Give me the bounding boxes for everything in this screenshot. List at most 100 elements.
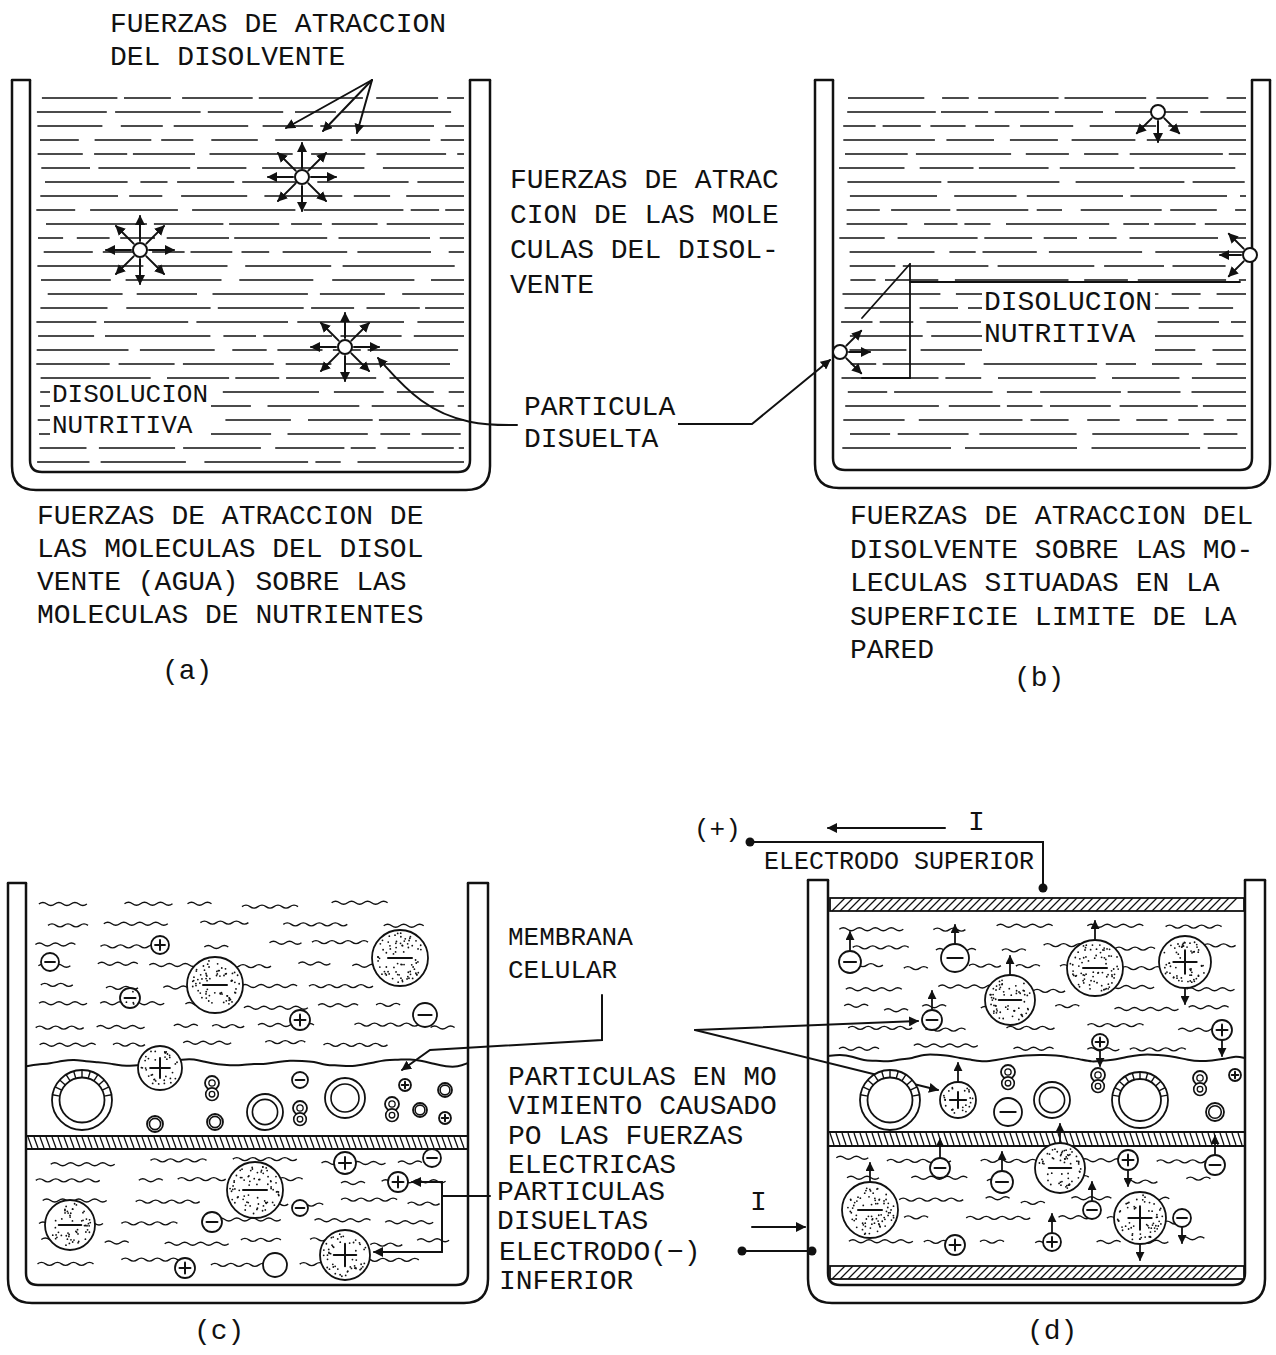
force-arrow: [146, 256, 164, 274]
stipple-dot: [943, 1095, 945, 1097]
stipple-dot: [1177, 953, 1179, 955]
stipple-dot: [397, 933, 399, 935]
stipple-dot: [854, 1202, 856, 1204]
particle-outline: [372, 930, 428, 986]
force-arrow: [139, 216, 141, 241]
particle-outline: [413, 1103, 427, 1117]
motion-arrow: [1099, 1051, 1101, 1066]
water-lines: [839, 98, 1246, 448]
stipple-dot: [1106, 976, 1108, 978]
force-arrow: [278, 153, 296, 171]
particle-ring: [1005, 1069, 1011, 1075]
stipple-dot: [223, 1002, 225, 1004]
leader-arrow: [357, 80, 372, 133]
stipple-dot: [1139, 1238, 1141, 1240]
force-arrow: [308, 153, 326, 171]
stipple-dot: [225, 1000, 227, 1002]
stipple-dot: [278, 1194, 280, 1196]
particle-ring: [149, 1118, 160, 1129]
particle-outline: [1118, 1150, 1138, 1170]
stipple-dot: [874, 1199, 876, 1201]
stipple-dot: [262, 1166, 264, 1168]
stipple-dot: [84, 1238, 86, 1240]
stipple-dot: [1175, 967, 1177, 969]
panel-caption: FUERZAS DE ATRACCION DE LAS MOLECULAS DE…: [35, 500, 426, 632]
stipple-dot: [1136, 1199, 1138, 1201]
particle-ring: [1209, 1106, 1222, 1119]
stipple-dot: [852, 1207, 854, 1209]
stipple-dot: [253, 1213, 255, 1215]
current-arrow: [752, 1226, 805, 1228]
stipple-dot: [242, 1198, 244, 1200]
vessel: [12, 80, 490, 490]
charge-sign: [296, 1207, 305, 1209]
stipple-dot: [886, 1210, 888, 1212]
particle-outline: [1092, 1080, 1105, 1093]
stipple-dot: [205, 973, 207, 975]
stipple-dot: [998, 1017, 1000, 1019]
stipple-dot: [232, 973, 234, 975]
stipple-dot: [265, 1167, 267, 1169]
stipple-dot: [195, 983, 197, 985]
stipple-dot: [1080, 1168, 1082, 1170]
stipple-dot: [347, 1270, 349, 1272]
liquid-waves: [36, 1158, 449, 1267]
stipple-dot: [77, 1229, 79, 1231]
ion-particle: [45, 1200, 95, 1250]
stipple-dot: [1181, 980, 1183, 982]
stipple-dot: [52, 1234, 54, 1236]
motion-arrow: [931, 991, 933, 1009]
stipple-dot: [87, 1229, 89, 1231]
particle-outline: [922, 1010, 942, 1030]
stipple-dot: [891, 1219, 893, 1221]
stipple-dot: [270, 1186, 272, 1188]
force-arrow: [1137, 118, 1152, 133]
stipple-dot: [262, 1210, 264, 1212]
stipple-dot: [397, 981, 399, 983]
stipple-dot: [1023, 982, 1025, 984]
electrode-wire: [742, 1250, 812, 1252]
stipple-dot: [331, 1244, 333, 1246]
stipple-dot: [264, 1200, 266, 1202]
stipple-dot: [407, 947, 409, 949]
particle-outline: [423, 1149, 441, 1167]
stipple-dot: [251, 1168, 253, 1170]
stipple-dot: [1071, 1151, 1073, 1153]
stipple-dot: [1047, 1173, 1049, 1175]
leader-line: [442, 1195, 490, 1197]
stipple-dot: [1015, 993, 1017, 995]
particle-outline: [941, 944, 969, 972]
stipple-dot: [355, 1268, 357, 1270]
stipple-dot: [247, 1202, 249, 1204]
stipple-dot: [1156, 1216, 1158, 1218]
stipple-dot: [856, 1226, 858, 1228]
stipple-dot: [229, 1188, 231, 1190]
stipple-dot: [999, 1011, 1001, 1013]
stipple-dot: [377, 960, 379, 962]
stipple-dot: [267, 1176, 269, 1178]
stipple-dot: [88, 1223, 90, 1225]
stipple-dot: [393, 953, 395, 955]
current-arrow: [828, 827, 945, 829]
motion-arrow: [1091, 1182, 1093, 1200]
motion-arrow: [954, 925, 956, 943]
stipple-dot: [1013, 1010, 1015, 1012]
stipple-dot: [163, 1082, 165, 1084]
stipple-dot: [154, 1051, 156, 1053]
particle-stripes: [53, 1070, 112, 1096]
membrane-edge: [828, 1055, 1245, 1062]
stipple-dot: [193, 976, 195, 978]
charge-sign: [1099, 1038, 1101, 1047]
stipple-dot: [1027, 1008, 1029, 1010]
particle-outline: [207, 1114, 223, 1130]
stipple-dot: [855, 1214, 857, 1216]
vessel-rim: [468, 882, 488, 885]
particle-outline: [41, 953, 59, 971]
stipple-dot: [1155, 1225, 1157, 1227]
stipple-dot: [341, 1275, 343, 1277]
stipple-dot: [329, 1268, 331, 1270]
stipple-dot: [1119, 1211, 1121, 1213]
vessel-rim: [815, 79, 833, 82]
stipple-dot: [145, 1069, 147, 1071]
stipple-dot: [1196, 944, 1198, 946]
